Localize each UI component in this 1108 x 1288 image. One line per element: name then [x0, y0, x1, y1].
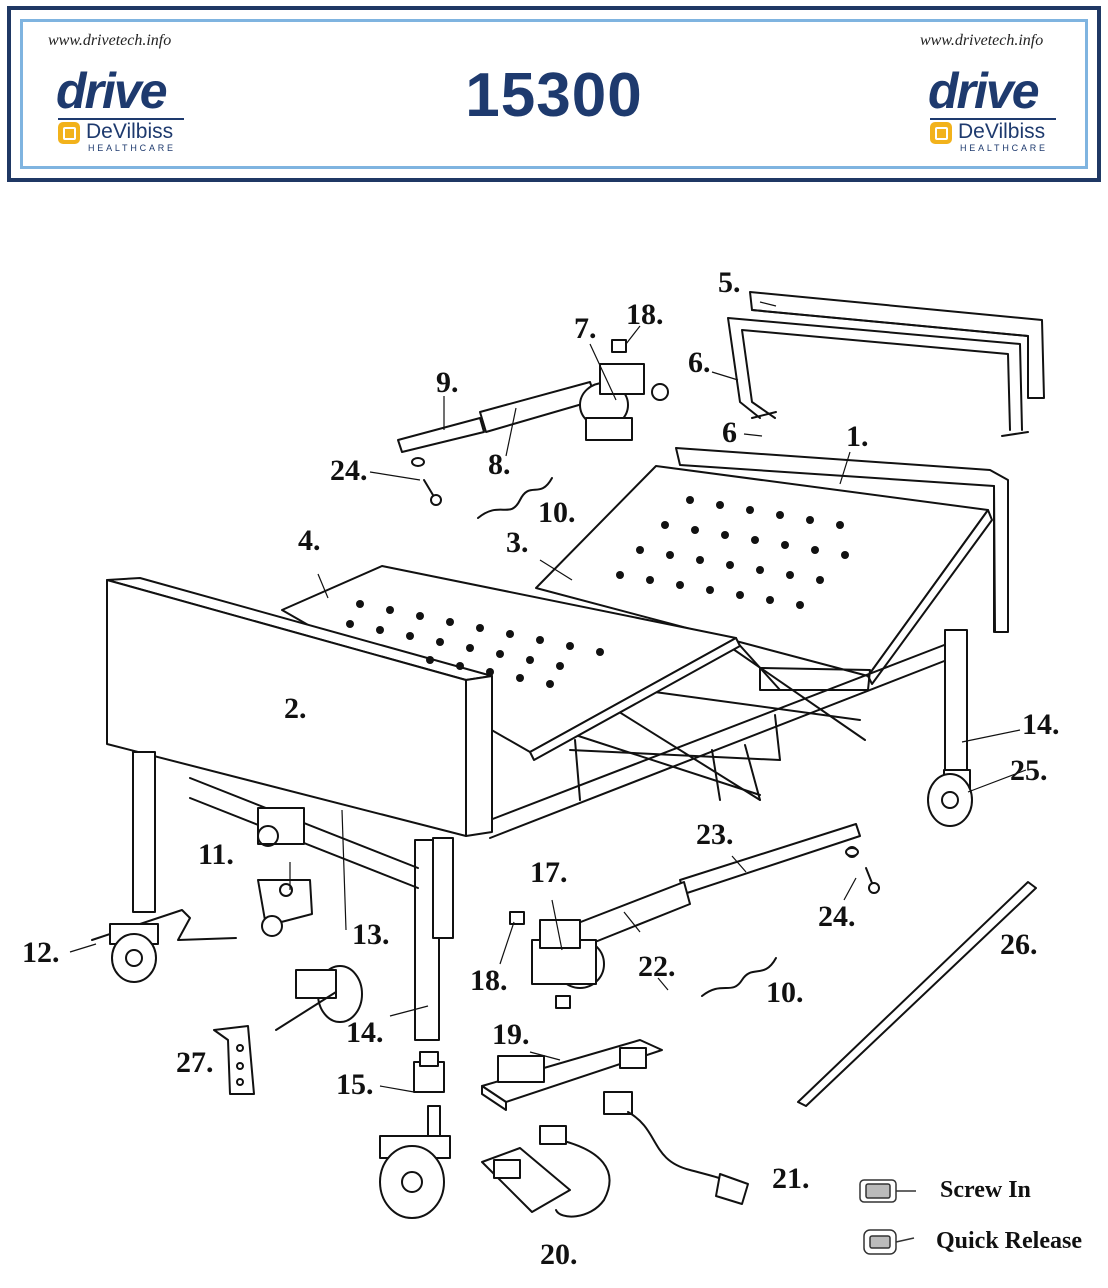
callout-24-head: 24. [330, 454, 368, 487]
callout-3: 3. [506, 526, 529, 559]
callout-14-head: 14. [1022, 708, 1060, 741]
logo-rule-right [930, 118, 1056, 120]
header-banner-inner [20, 19, 1088, 169]
callout-6-screw: 6 [722, 416, 737, 449]
deck-holes [346, 496, 849, 688]
extension-rod [797, 881, 1037, 1107]
foot-board [106, 577, 493, 837]
header-banner [7, 6, 1101, 182]
corner-bracket [213, 1025, 255, 1095]
callout-13: 13. [352, 918, 390, 951]
leader-lines [69, 301, 1027, 1093]
devilbiss-logo-right: DeVilbiss HEALTHCARE [930, 120, 1045, 153]
power-cord [603, 1091, 749, 1205]
callout-8: 8. [488, 448, 511, 481]
foot-cross-tube [189, 777, 419, 889]
callout-18-foot: 18. [470, 964, 508, 997]
callout-12: 12. [22, 936, 60, 969]
actuator-bracket [257, 879, 313, 937]
screw-in-connector-icon [859, 1179, 916, 1203]
website-url-right[interactable]: www.drivetech.info [920, 32, 1044, 49]
caster-socket [413, 1051, 445, 1093]
devilbiss-mark-icon [930, 122, 952, 144]
callout-18-head: 18. [626, 298, 664, 331]
callout-9: 9. [436, 366, 459, 399]
devilbiss-logo-left: DeVilbiss HEALTHCARE [58, 120, 173, 153]
hand-pendant [481, 1125, 611, 1218]
bed-frame [489, 639, 953, 839]
website-url-left[interactable]: www.drivetech.info [48, 32, 172, 49]
callout-1: 1. [846, 420, 869, 453]
head-end-panel [749, 291, 1045, 399]
callout-6-frame: 6. [688, 346, 711, 379]
callout-5: 5. [718, 266, 741, 299]
foot-actuator [531, 823, 861, 989]
callout-22: 22. [638, 950, 676, 983]
devilbiss-tagline: HEALTHCARE [960, 143, 1048, 153]
callout-14-foot: 14. [346, 1016, 384, 1049]
legend-quick-release: Quick Release [936, 1228, 1082, 1254]
callout-17: 17. [530, 856, 568, 889]
head-actuator [397, 363, 669, 453]
callout-10-foot: 10. [766, 976, 804, 1009]
drive-logo-right: drive [928, 63, 1040, 119]
foot-motor [275, 965, 363, 1031]
foot-deck [281, 565, 741, 761]
model-number: 15300 [465, 61, 643, 130]
callout-2: 2. [284, 692, 307, 725]
callout-27: 27. [176, 1046, 214, 1079]
stem-caster [379, 1105, 451, 1219]
head-caster [927, 769, 973, 827]
logo-rule-left [58, 118, 184, 120]
devilbiss-name: DeVilbiss [958, 120, 1046, 143]
drive-logo-left: drive [56, 63, 168, 119]
devilbiss-name: DeVilbiss [86, 120, 174, 143]
caster-with-brake [91, 909, 237, 983]
callout-21: 21. [772, 1162, 810, 1195]
actuator-cables [477, 477, 777, 997]
callout-19: 19. [492, 1018, 530, 1051]
head-end-frame [727, 317, 1029, 437]
devilbiss-mark-icon [58, 122, 80, 144]
hardware [411, 339, 880, 1009]
callout-26: 26. [1000, 928, 1038, 961]
callout-11: 11. [198, 838, 234, 871]
quick-release-connector-icon [863, 1229, 915, 1255]
callout-20: 20. [540, 1238, 578, 1271]
callout-7: 7. [574, 312, 597, 345]
callout-15: 15. [336, 1068, 374, 1101]
callout-10-head: 10. [538, 496, 576, 529]
callout-4: 4. [298, 524, 321, 557]
devilbiss-tagline: HEALTHCARE [88, 143, 176, 153]
callout-23: 23. [696, 818, 734, 851]
callout-25: 25. [1010, 754, 1048, 787]
callout-24-foot: 24. [818, 900, 856, 933]
bed-legs [132, 629, 968, 1041]
legend-screw-in: Screw In [940, 1177, 1031, 1203]
control-box [481, 1039, 663, 1111]
head-board [675, 447, 1009, 633]
